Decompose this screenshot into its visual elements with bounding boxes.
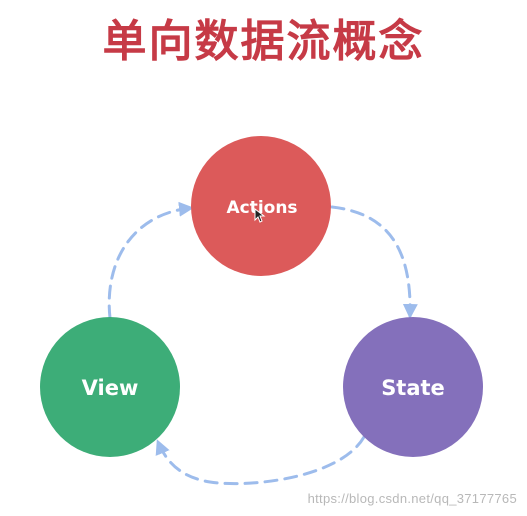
node-actions: Actions: [191, 136, 331, 276]
actions-circle: [191, 136, 331, 276]
edge-state-to-view: [155, 435, 366, 486]
watermark: https://blog.csdn.net/qq_37177765: [307, 491, 517, 506]
page-title: 单向数据流概念: [102, 16, 425, 67]
view-label: View: [82, 376, 139, 400]
state-label: State: [381, 376, 445, 400]
node-state: State: [343, 317, 483, 457]
edge-view-to-actions: [107, 201, 194, 320]
state-circle: [343, 317, 483, 457]
node-view: View: [40, 317, 180, 457]
actions-label: Actions: [226, 198, 297, 218]
view-circle: [40, 317, 180, 457]
mouse-cursor-icon: [254, 208, 266, 223]
edge-actions-to-state: [330, 205, 418, 319]
